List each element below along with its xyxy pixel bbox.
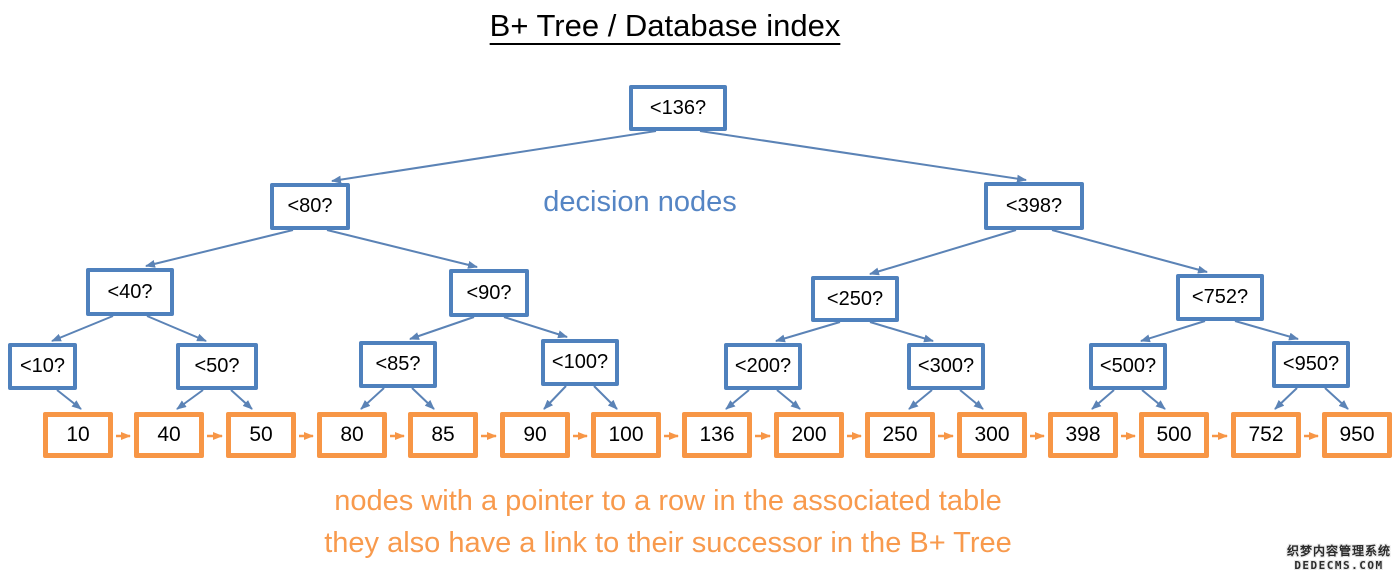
decision-node-200: <200? [724, 343, 802, 390]
tree-arrows [51, 130, 1349, 410]
leaf-node-value: 136 [699, 423, 735, 446]
decision-node-950: <950? [1272, 341, 1350, 388]
tree-arrow [51, 315, 114, 342]
decision-node-500: <500? [1089, 343, 1167, 390]
decision-node-label: <136? [649, 96, 707, 119]
tree-arrow [146, 315, 207, 342]
leaf-node-500: 500 [1139, 412, 1209, 458]
leaf-annotation-line-1: nodes with a pointer to a row in the ass… [334, 485, 1002, 517]
decision-node-label: <40? [107, 280, 153, 303]
tree-arrow [331, 130, 657, 184]
decision-node-90: <90? [449, 269, 529, 317]
leaf-node-value: 752 [1248, 423, 1284, 446]
leaf-node-85: 85 [408, 412, 478, 458]
watermark: 织梦内容管理系统 DEDECMS.COM [1287, 542, 1391, 572]
leaf-node-value: 40 [157, 423, 181, 446]
tree-arrow [869, 229, 1017, 276]
leaf-node-300: 300 [957, 412, 1027, 458]
leaf-node-value: 90 [523, 423, 547, 446]
leaf-nodes-annotation: nodes with a pointer to a row in the ass… [0, 480, 1336, 564]
tree-arrow [503, 316, 568, 339]
tree-arrow [908, 389, 933, 410]
tree-arrow [699, 130, 1027, 183]
decision-node-10: <10? [8, 343, 77, 390]
leaf-node-80: 80 [317, 412, 387, 458]
leaf-node-value: 300 [974, 423, 1010, 446]
leaf-node-value: 80 [340, 423, 364, 446]
tree-arrow [593, 385, 618, 410]
leaf-node-50: 50 [226, 412, 296, 458]
tree-arrow [56, 389, 82, 410]
leaf-node-136: 136 [682, 412, 752, 458]
decision-node-label: <200? [734, 355, 792, 377]
watermark-line-2: DEDECMS.COM [1294, 559, 1384, 572]
decision-node-80: <80? [270, 183, 350, 230]
leaf-annotation-line-2: they also have a link to their successor… [324, 527, 1012, 559]
leaf-node-value: 500 [1156, 423, 1192, 446]
tree-arrow [869, 321, 934, 343]
leaf-node-250: 250 [865, 412, 935, 458]
tree-arrow [1274, 387, 1298, 410]
tree-arrow [230, 389, 253, 410]
tree-arrow [1324, 387, 1349, 410]
leaf-node-value: 200 [791, 423, 827, 446]
decision-node-label: <500? [1099, 355, 1157, 377]
decision-node-label: <10? [19, 355, 66, 377]
tree-arrow [959, 389, 984, 410]
leaf-node-90: 90 [500, 412, 570, 458]
watermark-line-1: 织梦内容管理系统 [1286, 544, 1391, 558]
decision-node-398: <398? [984, 182, 1084, 230]
tree-arrow [1234, 320, 1299, 341]
decision-node-label: <50? [194, 355, 240, 377]
tree-arrow [775, 321, 841, 343]
tree-arrow [1051, 229, 1208, 274]
decision-node-250: <250? [811, 276, 899, 322]
decision-node-label: <85? [375, 353, 421, 375]
tree-arrow [411, 387, 435, 410]
leaf-node-40: 40 [134, 412, 204, 458]
tree-arrow [543, 385, 567, 410]
tree-arrow [145, 229, 294, 268]
decision-node-40: <40? [86, 268, 174, 316]
decision-node-label: <250? [826, 287, 884, 310]
decision-node-136: <136? [629, 85, 727, 131]
leaf-node-value: 250 [882, 423, 918, 446]
leaf-node-value: 950 [1339, 423, 1375, 446]
leaf-node-10: 10 [43, 412, 113, 458]
decision-node-label: <398? [1005, 194, 1063, 217]
diagram-title: B+ Tree / Database index [489, 8, 841, 43]
tree-arrow [360, 387, 385, 410]
decision-node-label: <752? [1191, 286, 1249, 308]
decision-node-50: <50? [176, 343, 258, 390]
leaf-node-value: 10 [66, 423, 90, 446]
leaf-node-value: 50 [249, 423, 273, 446]
leaf-node-value: 100 [608, 423, 644, 446]
leaf-node-value: 398 [1065, 423, 1101, 446]
decision-node-label: <90? [466, 281, 512, 304]
decision-node-label: <80? [287, 195, 333, 217]
tree-arrow [176, 389, 204, 410]
tree-arrow [1140, 320, 1206, 343]
leaf-node-100: 100 [591, 412, 661, 458]
leaf-node-value: 85 [431, 423, 455, 446]
tree-arrow [1141, 389, 1166, 410]
decision-nodes-annotation: decision nodes [543, 186, 737, 218]
tree-arrow [409, 316, 475, 340]
tree-arrow [725, 389, 750, 410]
decision-node-100: <100? [541, 339, 619, 386]
decision-node-85: <85? [359, 341, 437, 388]
leaf-node-398: 398 [1048, 412, 1118, 458]
decision-node-300: <300? [907, 343, 985, 390]
decision-node-label: <950? [1282, 353, 1340, 375]
leaf-node-200: 200 [774, 412, 844, 458]
leaf-node-950: 950 [1322, 412, 1392, 458]
decision-node-label: <100? [551, 351, 609, 373]
decision-node-label: <300? [917, 355, 975, 377]
tree-arrow [326, 229, 478, 269]
leaf-node-752: 752 [1231, 412, 1301, 458]
decision-node-752: <752? [1176, 274, 1264, 321]
tree-arrow [776, 389, 801, 410]
tree-arrow [1091, 389, 1115, 410]
